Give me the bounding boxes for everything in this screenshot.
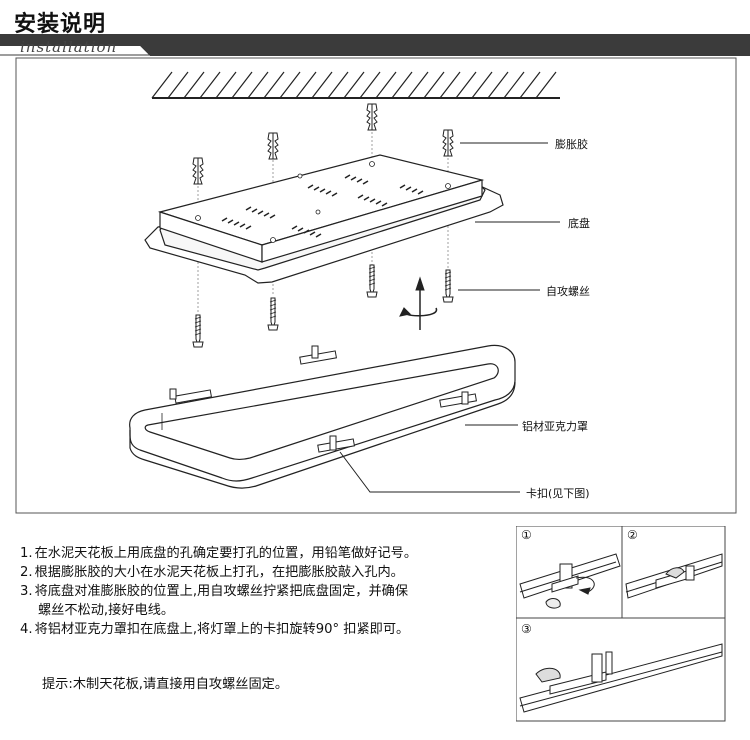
cover-clips <box>169 345 478 453</box>
page-title: 安装说明 <box>14 12 107 37</box>
tip-note: 提示:木制天花板,请直接用自攻螺丝固定。 <box>42 677 289 692</box>
step-1: 1.在水泥天花板上用底盘的孔确定要打孔的位置，用铅笔做好记号。 <box>20 546 418 561</box>
detail-num-3: ③ <box>521 622 532 636</box>
step-3: 3.将底盘对准膨胀胶的位置上,用自攻螺丝拧紧把底盘固定，并确保 <box>20 584 409 599</box>
label-clip: 卡扣(见下图) <box>526 487 590 500</box>
label-tapping-screw: 自攻螺丝 <box>546 285 590 298</box>
detail-num-2: ② <box>627 528 638 542</box>
detail-num-1: ① <box>521 528 532 542</box>
header-bar <box>0 34 750 56</box>
label-expansion-anchor: 膨胀胶 <box>555 138 588 151</box>
step-2: 2.根据膨胀胶的大小在水泥天花板上打孔，在把膨胀胶敲入孔内。 <box>20 565 404 580</box>
detail-panel-1 <box>519 553 621 609</box>
detail-panel-2 <box>625 553 723 599</box>
installation-diagram <box>15 57 737 514</box>
installation-steps: 1.在水泥天花板上用底盘的孔确定要打孔的位置，用铅笔做好记号。 2.根据膨胀胶的… <box>20 544 520 639</box>
label-base-plate: 底盘 <box>568 217 590 230</box>
acrylic-cover <box>129 344 516 489</box>
page-subtitle: installation <box>20 38 118 56</box>
label-acrylic-cover: 铝材亚克力罩 <box>522 420 588 433</box>
step-4: 4.将铝材亚克力罩扣在底盘上,将灯罩上的卡扣旋转90° 扣紧即可。 <box>20 622 410 637</box>
rotate-arrow-icon <box>399 276 438 330</box>
expansion-anchors <box>192 103 454 185</box>
tapping-screws <box>192 264 454 348</box>
clip-detail-panels <box>516 526 726 722</box>
step-3-cont: 螺丝不松动,接好电线。 <box>38 603 175 618</box>
ceiling <box>151 71 560 99</box>
base-plate <box>144 154 504 284</box>
detail-panel-3 <box>519 643 723 713</box>
